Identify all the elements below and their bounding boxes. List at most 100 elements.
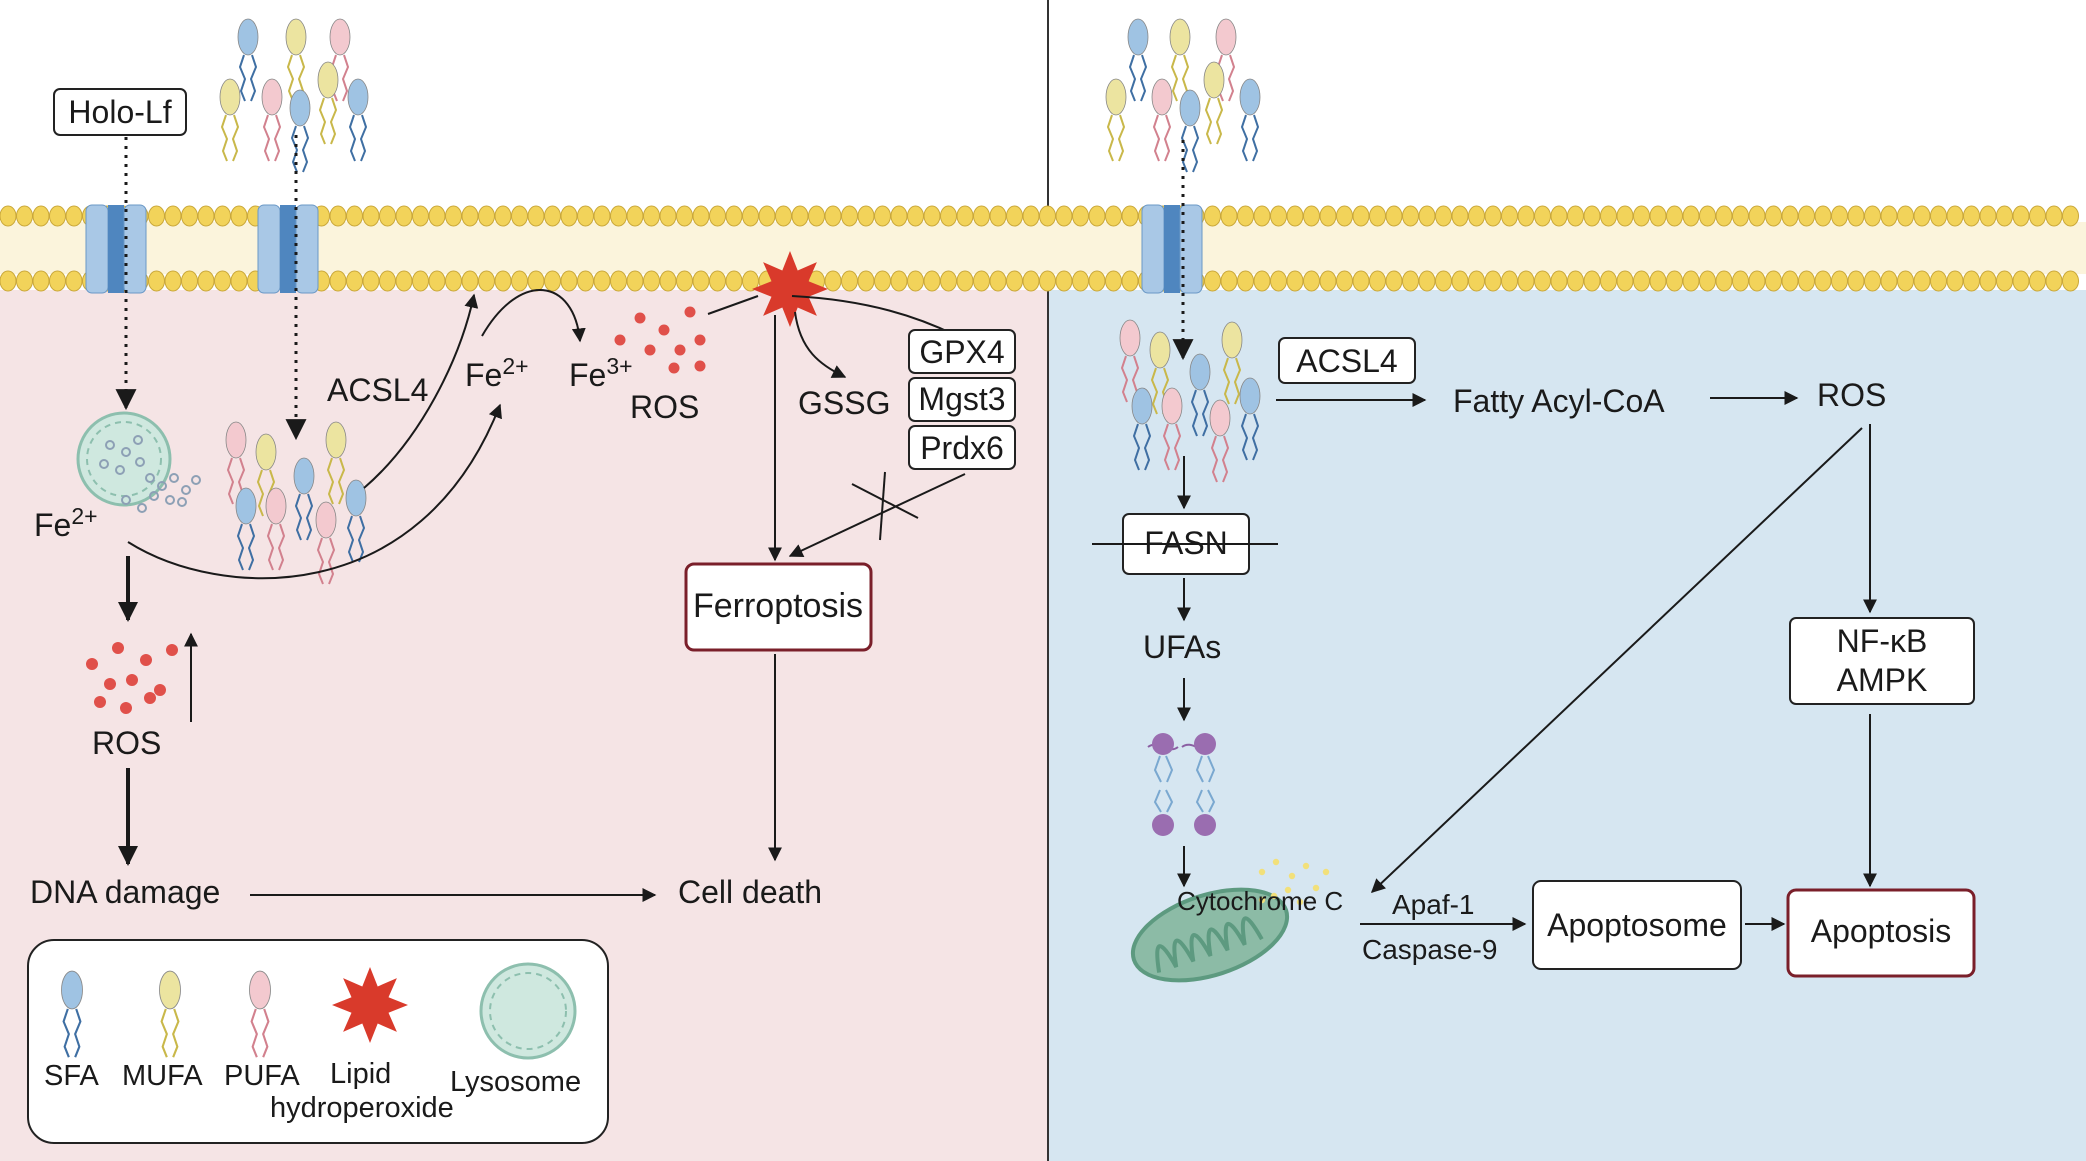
legend-lipid-hydroperoxide-icon: [332, 967, 408, 1043]
prdx6-box: [908, 425, 1016, 470]
ferroptosis-label: Ferroptosis: [693, 587, 863, 625]
fatty-acid-icon: [1221, 321, 1243, 405]
star-to-gssg-arrow: [794, 311, 847, 378]
fatty-acid-icon: [235, 487, 257, 571]
apoptosome-box: [1532, 880, 1742, 970]
ros-left-label: ROS: [92, 725, 161, 761]
cell-death-label: Cell death: [678, 874, 822, 910]
apoptosis-label: Apoptosis: [1811, 913, 1952, 949]
legend: SFA MUFA PUFA Lipid hydroperoxide Lysoso…: [27, 939, 609, 1144]
fe3-label: Fe3+: [569, 353, 633, 393]
fatty-acid-icon: [1203, 61, 1225, 145]
ros-right-label: ROS: [1817, 377, 1886, 413]
phospholipid-icon: [1147, 733, 1216, 836]
ros-dots-left: [86, 642, 178, 714]
legend-sfa-icon: [61, 970, 83, 1058]
fatty-acid-icon: [1105, 78, 1127, 162]
fatty-acid-cluster-top-right: [1105, 18, 1261, 173]
pufa-to-membrane-arrow: [363, 293, 479, 489]
pufa-legend-glyph: [249, 970, 271, 1058]
apoptosome-label: Apoptosome: [1547, 907, 1727, 943]
fe2-left-label: Fe2+: [34, 503, 98, 543]
fatty-acid-icon: [1161, 387, 1183, 471]
legend-lysosome-icon: [479, 962, 577, 1060]
apoptosis-box: [1786, 888, 1976, 978]
inhibition-cross-b: [879, 471, 886, 541]
acsl4-left-label: ACSL4: [327, 372, 428, 408]
mufa-legend-glyph: [159, 970, 181, 1058]
fatty-acid-icon: [1209, 399, 1231, 483]
nfkb-ampk-box: [1789, 617, 1975, 705]
fatty-acid-cluster-mid-right: [1119, 319, 1261, 483]
dna-damage-label: DNA damage: [30, 874, 220, 910]
fatty-acid-icon: [1131, 387, 1153, 471]
ferroptosis-box: [684, 562, 873, 652]
cytochrome-c-label: Cytochrome C: [1177, 886, 1343, 916]
lysosome-fe2-to-fe2-arrow: [127, 403, 502, 580]
fatty-acid-icon: [325, 421, 347, 505]
cell-membrane: [0, 204, 2086, 294]
gpx4-inhibition-line: [791, 295, 956, 336]
fatty-acid-cluster-mid-left: [225, 421, 367, 585]
sfa-legend-glyph: [61, 970, 83, 1058]
legend-hydroperoxide-label: hydroperoxide: [270, 1092, 454, 1124]
fatty-acid-icon: [317, 61, 339, 145]
lipid-hydroperoxide-star: [752, 251, 828, 327]
fatty-acid-icon: [1151, 78, 1173, 162]
nfkb-label: NF-κB: [1837, 623, 1928, 659]
ampk-label: AMPK: [1837, 662, 1928, 698]
ros-to-star-line: [707, 295, 759, 315]
caspase9-label: Caspase-9: [1362, 934, 1497, 965]
holo-lf-box: [53, 88, 187, 136]
membrane-channel-right: [1141, 204, 1203, 294]
fatty-acid-icon: [347, 78, 369, 162]
legend-pufa-label: PUFA: [224, 1060, 300, 1092]
prdx6-label: Prdx6: [920, 430, 1004, 466]
fatty-acid-icon: [1169, 18, 1191, 102]
ros-to-cytochrome-c-arrow: [1370, 427, 1863, 893]
prdx6-to-ferroptosis-arrow: [788, 473, 966, 557]
legend-lipid-label: Lipid: [330, 1058, 391, 1090]
fatty-acid-icon: [345, 479, 367, 563]
legend-lysosome-label: Lysosome: [450, 1066, 581, 1098]
fatty-acid-icon: [285, 18, 307, 102]
fatty-acid-icon: [265, 487, 287, 571]
fe2-to-fe3-arrow: [481, 289, 586, 343]
ufas-label: UFAs: [1143, 629, 1221, 665]
legend-mufa-label: MUFA: [122, 1060, 203, 1092]
gpx4-label: GPX4: [919, 334, 1004, 370]
gssg-label: GSSG: [798, 385, 890, 421]
mgst3-box: [908, 377, 1016, 422]
mitochondrion-icon: [1130, 858, 1330, 983]
fatty-acid-icon: [1239, 78, 1261, 162]
fatty-acid-cluster-top-left: [219, 18, 369, 173]
fatty-acid-icon: [1127, 18, 1149, 102]
lysosome: [76, 411, 201, 513]
fe2-top-label: Fe2+: [465, 353, 529, 393]
fatty-acid-icon: [1179, 89, 1201, 173]
acsl4-right-box: [1278, 337, 1416, 384]
legend-pufa-icon: [249, 970, 271, 1058]
ros-dots-top: [614, 306, 706, 374]
legend-mufa-icon: [159, 970, 181, 1058]
fatty-acyl-coa-label: Fatty Acyl-CoA: [1453, 383, 1665, 419]
legend-sfa-label: SFA: [44, 1060, 99, 1092]
ros-top-label: ROS: [630, 389, 699, 425]
gpx4-box: [908, 329, 1016, 374]
membrane-channel-left: [85, 204, 147, 294]
fatty-acid-icon: [289, 89, 311, 173]
fatty-acid-icon: [237, 18, 259, 102]
fatty-acid-icon: [1239, 377, 1261, 461]
fatty-acid-icon: [315, 501, 337, 585]
inhibition-cross-a: [851, 483, 919, 519]
membrane-channel-middle: [257, 204, 319, 294]
mgst3-label: Mgst3: [918, 381, 1005, 417]
fatty-acid-icon: [219, 78, 241, 162]
acsl4-right-label: ACSL4: [1296, 343, 1397, 379]
fatty-acid-icon: [293, 457, 315, 541]
fatty-acid-icon: [1189, 353, 1211, 437]
holo-lf-label: Holo-Lf: [68, 94, 171, 130]
fatty-acid-icon: [261, 78, 283, 162]
apaf1-label: Apaf-1: [1392, 889, 1475, 920]
